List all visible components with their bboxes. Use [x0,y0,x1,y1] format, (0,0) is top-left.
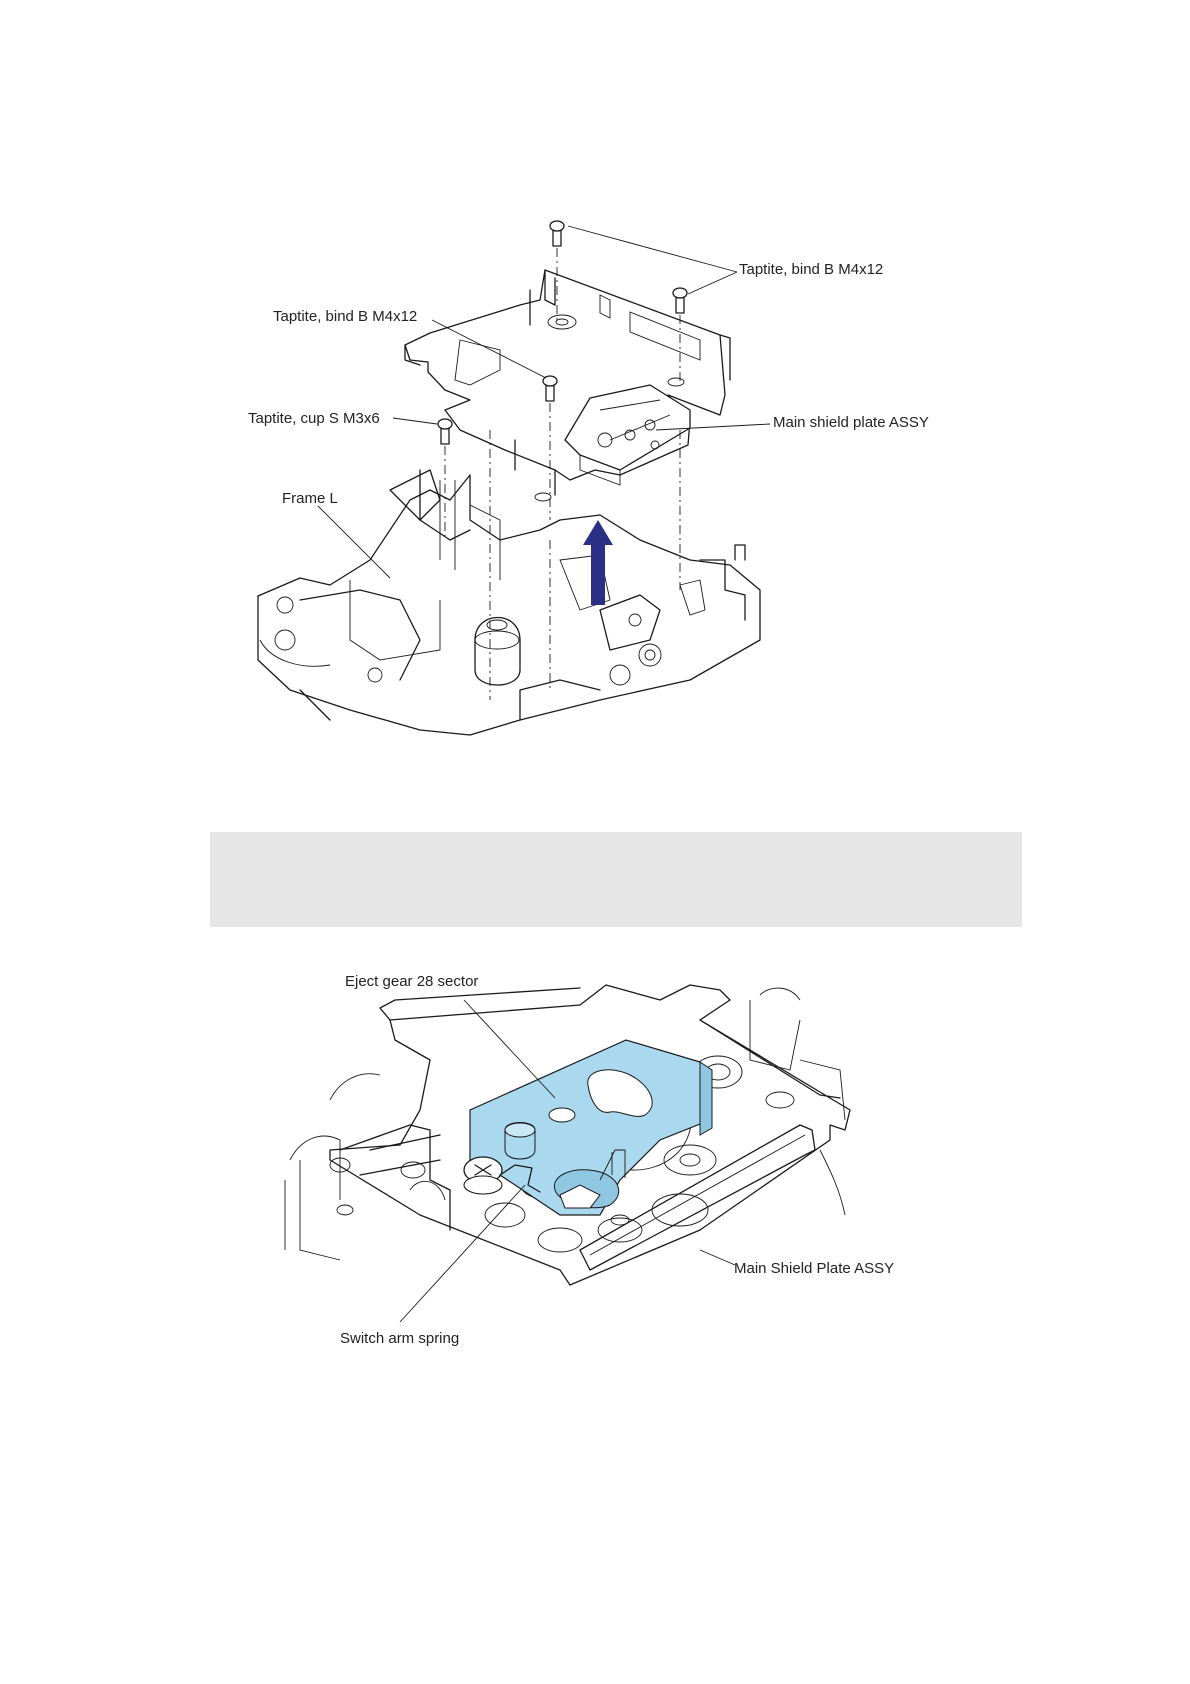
main-shield-plate-drawing [405,270,730,501]
switch-arm-spring [500,1165,540,1192]
label-screw-cup: Taptite, cup S M3x6 [248,410,380,427]
label-screw-left: Taptite, bind B M4x12 [273,308,417,325]
label-switch-arm-spring: Switch arm spring [340,1330,459,1347]
label-eject-gear-28-sector: Eject gear 28 sector [345,973,478,990]
screw-icon [438,419,452,444]
screw-icon [464,1157,502,1194]
frame-l-drawing [258,470,760,735]
screw-icon [550,221,564,246]
label-main-shield-plate-assy: Main Shield Plate ASSY [734,1260,894,1277]
note-box [210,832,1022,927]
label-main-shield-plate: Main shield plate ASSY [773,414,929,431]
mechanism-background [285,988,845,1260]
exploded-view-diagram [0,0,1190,760]
label-frame-l: Frame L [282,490,338,507]
main-shield-plate-frame [330,985,850,1285]
eject-gear-28-sector [470,1040,712,1215]
screw-icon [673,288,687,313]
label-screws-top: Taptite, bind B M4x12 [739,261,883,278]
leader-lines-figure2 [400,1000,735,1322]
